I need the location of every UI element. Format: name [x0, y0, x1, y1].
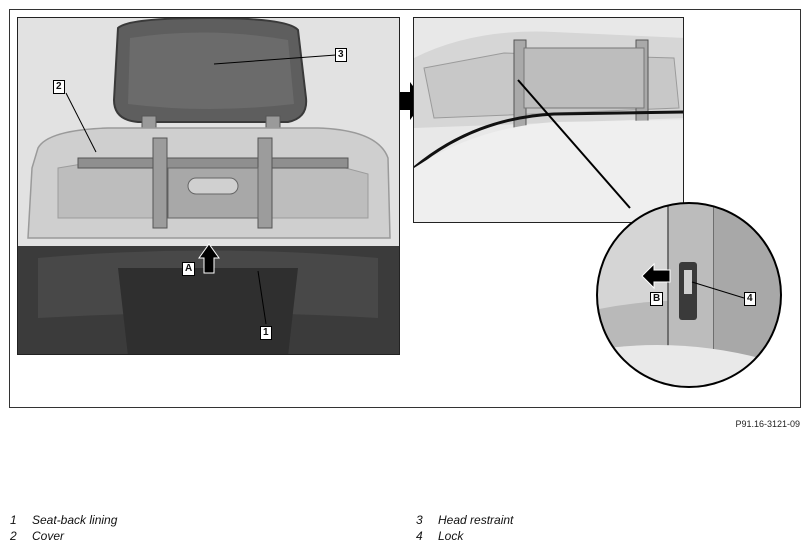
legend-label: Seat-back lining [32, 513, 118, 527]
pointer-arrow-icon [400, 82, 424, 120]
legend-item: 1 Seat-back lining [10, 512, 117, 528]
legend-label: Cover [32, 529, 65, 543]
legend-item: 2 Cover [10, 528, 117, 544]
illustration-detail-posts [413, 17, 684, 223]
legend-item: 4 Lock [416, 528, 513, 544]
callout-3: 3 [335, 48, 347, 62]
callout-b: B [650, 292, 664, 306]
callout-a: A [182, 262, 196, 276]
legend-number: 3 [416, 513, 423, 527]
callout-1: 1 [260, 326, 272, 340]
legend-item: 3 Head restraint [416, 512, 513, 528]
callout-2: 2 [53, 80, 65, 94]
legend-label: Head restraint [438, 513, 514, 527]
callout-4: 4 [744, 292, 756, 306]
legend-number: 1 [10, 513, 17, 527]
legend-right: 3 Head restraint 4 Lock [416, 512, 513, 544]
legend-left: 1 Seat-back lining 2 Cover [10, 512, 117, 544]
legend-number: 2 [10, 529, 17, 543]
figure-reference-code: P91.16-3121-09 [735, 419, 800, 429]
legend-number: 4 [416, 529, 423, 543]
legend-label: Lock [438, 529, 464, 543]
illustration-seat-back: 3 2 A 1 [17, 17, 400, 355]
